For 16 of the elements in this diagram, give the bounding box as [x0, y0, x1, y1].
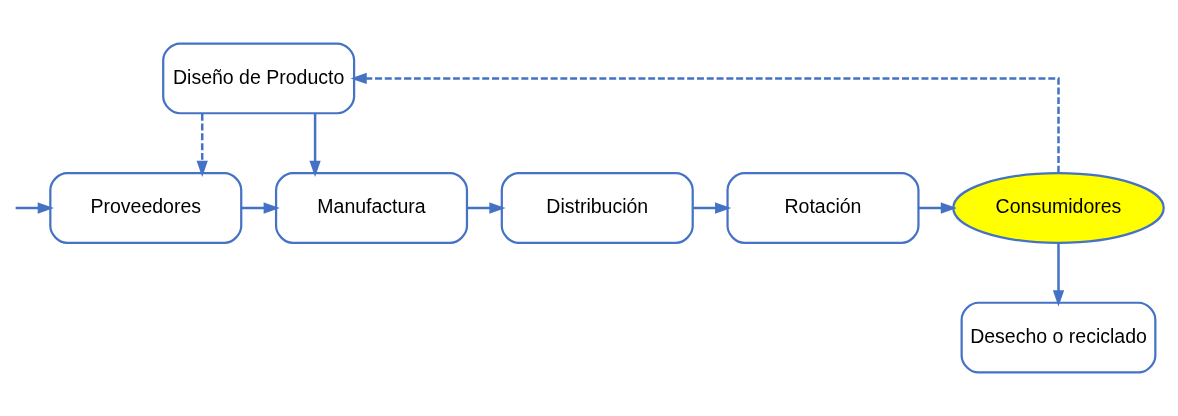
arrow: [196, 113, 208, 177]
arrow: [918, 202, 957, 214]
arrow: [350, 72, 1060, 173]
arrow: [1052, 243, 1065, 307]
node-box: Diseño de Producto: [162, 42, 356, 115]
arrow: [15, 202, 54, 214]
node-box: Desecho o reciclado: [960, 301, 1157, 374]
node-box: Proveedores: [49, 172, 243, 244]
arrow: [467, 202, 506, 214]
node-box: Distribución: [500, 172, 694, 244]
node-box: Rotación: [726, 172, 920, 244]
arrow: [309, 113, 321, 177]
node-ellipse: Consumidores: [952, 172, 1165, 244]
arrow: [241, 202, 280, 214]
arrow: [693, 202, 732, 214]
node-box: Manufactura: [274, 172, 469, 244]
